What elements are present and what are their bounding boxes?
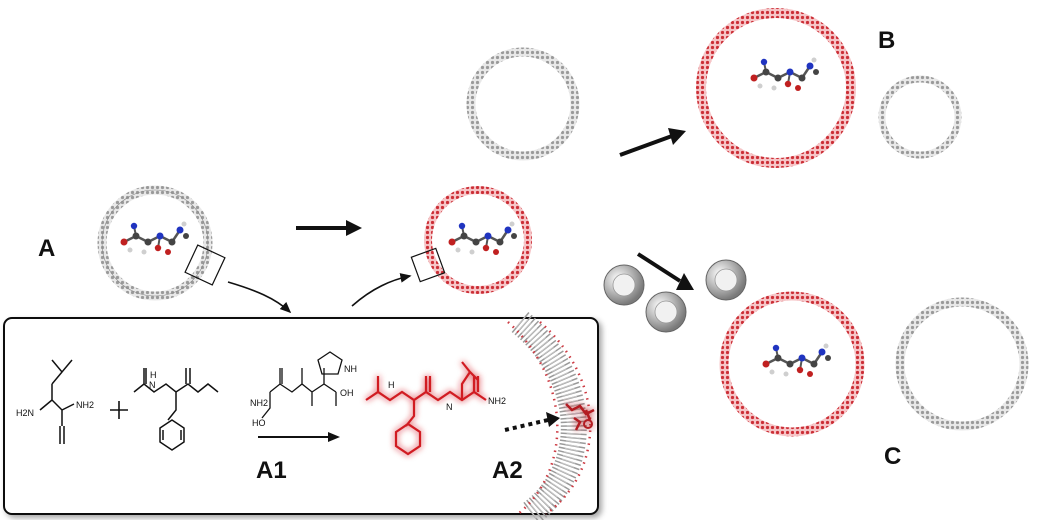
zoom-square-middle: [410, 247, 446, 283]
vesicle-c-gray: [895, 297, 1029, 431]
product-nh: H: [388, 380, 395, 390]
acphe-n: N: [149, 380, 156, 390]
micelle-2: [645, 291, 687, 333]
leu-h2n: H2N: [16, 408, 34, 418]
zoom-square-a: [184, 244, 226, 286]
label-a: A: [38, 235, 55, 262]
product-structure: [365, 361, 487, 456]
membrane-arc-inset: [507, 311, 592, 520]
label-b: B: [878, 27, 895, 54]
serhis-imid-nh: NH: [344, 364, 357, 374]
inset-box: [3, 317, 599, 515]
leu-nh2: NH2: [76, 400, 94, 410]
curve-arrow-box-to-red: [351, 273, 412, 307]
vesicle-c-red: [719, 291, 865, 437]
micelle-1: [603, 264, 645, 306]
embedded-product: [565, 403, 595, 431]
curve-arrow-a-to-box: [227, 281, 292, 314]
acphe-h: H: [150, 370, 157, 380]
serhis-structure: [261, 351, 343, 419]
vesicle-a-gray: [97, 185, 213, 301]
vesicle-top-gray: [466, 47, 580, 161]
serhis-nh2: NH2: [250, 398, 268, 408]
vesicle-b-red: [696, 8, 856, 168]
serhis-oh: OH: [340, 388, 354, 398]
product-n2: N: [446, 402, 453, 412]
product-nh2: NH2: [488, 396, 506, 406]
label-a1: A1: [256, 457, 287, 484]
label-c: C: [884, 443, 901, 470]
micelle-3: [705, 259, 747, 301]
vesicle-b-gray-small: [878, 75, 962, 159]
bold-arrow-a: [296, 220, 362, 236]
leucinamide-structure: [39, 359, 75, 444]
reaction-arrow-a1: [258, 432, 340, 442]
serhis-ho: HO: [252, 418, 266, 428]
plus-sign: [110, 401, 128, 419]
vesicle-middle-red: [424, 186, 532, 294]
dashed-arrow-a2: [504, 412, 560, 432]
acphe-ester-structure: [133, 368, 219, 451]
arrow-to-c: [636, 252, 694, 290]
arrow-to-b: [619, 128, 686, 157]
label-a2: A2: [492, 457, 523, 484]
